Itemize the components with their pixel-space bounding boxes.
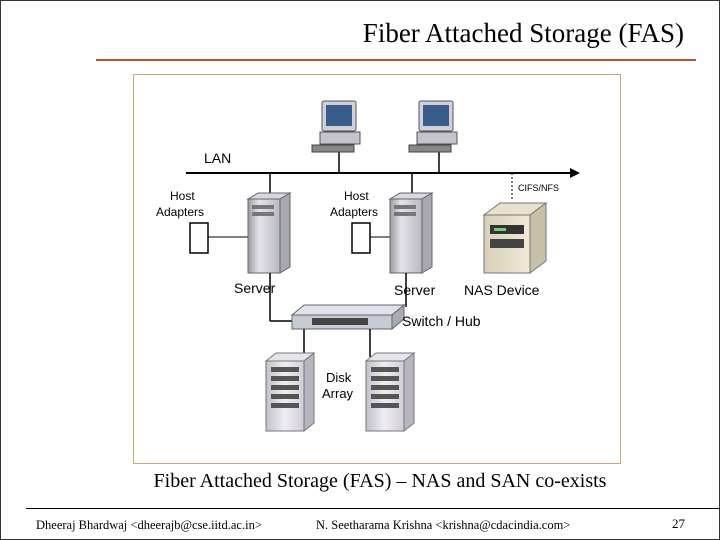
server-label-2: Server [394,282,436,298]
disk-array-label-a: Disk [326,370,352,385]
footer-rule [26,508,720,509]
host-adapter-card-1 [189,222,209,254]
title-underline [96,59,696,61]
disk-array-icon-1 [264,351,316,433]
footer-author-1: Dheeraj Bhardwaj <dheerajb@cse.iitd.ac.i… [36,518,262,532]
host-adapters-label-1a: Host [170,189,195,203]
disk-array-icon-2 [364,351,416,433]
workstation-icon-2 [408,100,458,153]
server-label-1: Server [234,280,276,296]
nas-device-icon [482,202,548,274]
host-adapters-label-2a: Host [344,189,369,203]
diagram-panel: LAN CIFS/NFS Host Adapters Host Adapters [133,74,621,464]
page-number: 27 [672,516,685,531]
lan-label: LAN [204,150,231,166]
slide-title: Fiber Attached Storage (FAS) [362,18,684,48]
workstation-icon-1 [311,100,361,153]
footer-author-2: N. Seetharama Krishna <krishna@cdacindia… [316,518,571,532]
protocol-label: CIFS/NFS [518,183,559,193]
disk-array-label-b: Array [322,386,354,401]
switch-hub-label: Switch / Hub [402,313,481,329]
host-adapter-card-2 [351,222,371,254]
network-diagram: LAN CIFS/NFS Host Adapters Host Adapters [156,100,580,433]
lan-arrow [570,168,580,178]
host-adapters-label-2b: Adapters [330,205,378,219]
server-tower-icon-2 [388,192,434,274]
server-tower-icon-1 [246,192,292,274]
slide-caption: Fiber Attached Storage (FAS) – NAS and S… [153,470,607,492]
switch-hub-icon [290,303,406,331]
host-adapters-label-1b: Adapters [156,205,204,219]
nas-device-label: NAS Device [464,282,540,298]
